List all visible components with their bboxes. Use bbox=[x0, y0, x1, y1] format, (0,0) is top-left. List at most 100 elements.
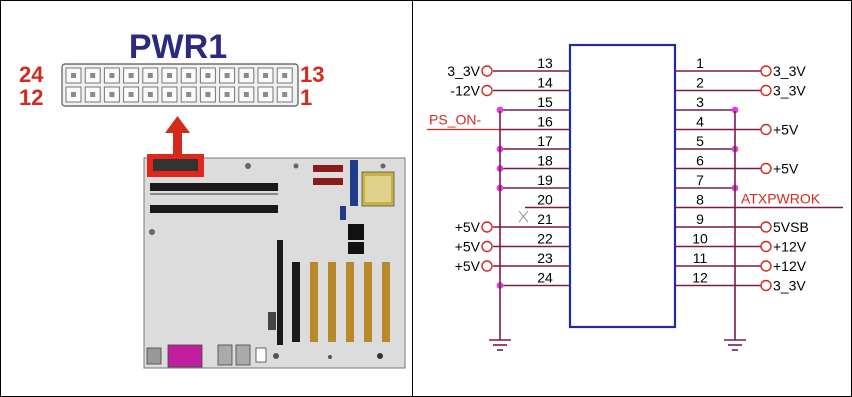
header-pin bbox=[257, 86, 274, 103]
header-pin bbox=[103, 67, 120, 84]
left-pin-24: 24 bbox=[496, 270, 570, 289]
right-pin-1: 1 3_3V bbox=[675, 55, 806, 79]
pin-number: 21 bbox=[537, 211, 553, 227]
left-pin-18: 18 bbox=[496, 153, 570, 172]
terminal-circle bbox=[481, 84, 493, 97]
connector-body bbox=[568, 43, 677, 329]
pin-number: 20 bbox=[537, 192, 553, 208]
header-pin bbox=[84, 67, 101, 84]
terminal-circle bbox=[760, 123, 772, 136]
header-pin bbox=[123, 67, 140, 84]
junction-dot bbox=[496, 106, 504, 114]
pin-number: 23 bbox=[537, 250, 553, 266]
pin-number: 13 bbox=[537, 55, 553, 71]
panel-divider bbox=[412, 0, 413, 397]
signal-label: -12V bbox=[450, 83, 480, 99]
pin-number: 9 bbox=[696, 211, 704, 227]
pinout-schematic: 133_3V14-12V1516PS_ON-1718192021+5V22+5V… bbox=[427, 43, 843, 351]
header-pin bbox=[84, 86, 101, 103]
motherboard-image bbox=[143, 154, 406, 369]
right-pin-3: 3 bbox=[675, 94, 739, 114]
pin-label-1: 1 bbox=[300, 85, 312, 110]
header-pin bbox=[276, 86, 293, 103]
header-pin bbox=[161, 67, 178, 84]
right-pin-4: 4+5V bbox=[675, 114, 799, 138]
left-pin-14: 14-12V bbox=[450, 75, 570, 99]
terminal-circle bbox=[760, 221, 772, 233]
left-pin-16: 16 PS_ON- bbox=[427, 112, 570, 131]
right-pin-9: 9 5VSB bbox=[675, 211, 809, 235]
header-pin bbox=[219, 67, 236, 84]
pin-label-24: 24 bbox=[19, 62, 44, 87]
signal-label: 3_3V bbox=[773, 63, 806, 79]
left-ground-symbol bbox=[489, 339, 511, 351]
header-pin bbox=[238, 67, 255, 84]
terminal-circle bbox=[760, 279, 772, 292]
pin-number: 18 bbox=[537, 153, 553, 169]
signal-label: 5VSB bbox=[773, 219, 809, 235]
right-pin-6: 6+5V bbox=[675, 153, 799, 177]
header-pin bbox=[276, 67, 293, 84]
pin-number: 2 bbox=[696, 75, 704, 91]
signal-label: 3_3V bbox=[773, 278, 806, 294]
signal-label: +5V bbox=[455, 219, 481, 235]
connector-title: PWR1 bbox=[129, 28, 227, 66]
left-pin-19: 19 bbox=[496, 172, 570, 192]
header-pin bbox=[142, 86, 159, 103]
signal-label: +5V bbox=[455, 239, 481, 255]
signal-label: +12V bbox=[773, 258, 807, 274]
pin-number: 8 bbox=[696, 192, 704, 208]
pwr1-header bbox=[61, 63, 299, 107]
pin-number: 1 bbox=[696, 55, 704, 71]
header-pin bbox=[238, 86, 255, 103]
signal-label: 3_3V bbox=[447, 63, 480, 79]
left-pin-13: 13 3_3V bbox=[447, 55, 570, 79]
right-pin-10: 10+12V bbox=[675, 231, 807, 255]
pin-number: 22 bbox=[537, 231, 553, 247]
pin-number: 12 bbox=[692, 270, 708, 286]
signal-label: +5V bbox=[455, 258, 481, 274]
header-pin bbox=[103, 86, 120, 103]
pin-label-13: 13 bbox=[300, 62, 324, 87]
left-pin-17: 17 bbox=[496, 133, 570, 153]
pin-number: 16 bbox=[537, 114, 553, 130]
header-pin bbox=[199, 86, 216, 103]
header-pin bbox=[180, 86, 197, 103]
header-pin bbox=[199, 67, 216, 84]
terminal-circle bbox=[760, 84, 772, 97]
left-pin-20: 20 bbox=[525, 192, 570, 209]
pin-number: 4 bbox=[696, 114, 704, 130]
connector-location-panel: PWR1 24 13 12 1 bbox=[19, 28, 406, 369]
header-pin bbox=[180, 67, 197, 84]
right-pin-2: 2 3_3V bbox=[675, 75, 806, 99]
terminal-circle bbox=[760, 162, 772, 175]
pin-number: 15 bbox=[537, 94, 553, 110]
terminal-circle bbox=[760, 65, 772, 77]
right-pin-12: 12 3_3V bbox=[675, 270, 806, 294]
header-pin bbox=[142, 67, 159, 84]
terminal-circle bbox=[760, 260, 772, 272]
pin-number: 19 bbox=[537, 172, 553, 188]
pin-number: 10 bbox=[692, 231, 708, 247]
left-pin-22: 22 +5V bbox=[455, 231, 570, 255]
header-pin bbox=[257, 67, 274, 84]
right-pin-5: 5 bbox=[675, 133, 739, 153]
terminal-circle bbox=[481, 240, 493, 253]
pin-number: 24 bbox=[537, 270, 553, 286]
left-pin-21: 21 +5V bbox=[455, 211, 570, 235]
header-pin bbox=[65, 86, 82, 103]
terminal-circle bbox=[760, 240, 772, 253]
pin-number: 6 bbox=[696, 153, 704, 169]
right-pin-7: 7 bbox=[675, 172, 739, 192]
pin-number: 3 bbox=[696, 94, 704, 110]
pin-label-12: 12 bbox=[19, 85, 43, 110]
right-pin-11: 11 +12V bbox=[675, 250, 807, 274]
pin-number: 11 bbox=[693, 250, 708, 266]
no-connect-mark bbox=[518, 210, 529, 223]
signal-label: PS_ON- bbox=[429, 112, 481, 128]
terminal-circle bbox=[481, 221, 493, 233]
signal-label: 3_3V bbox=[773, 83, 806, 99]
location-arrow bbox=[165, 116, 190, 156]
header-pin bbox=[219, 86, 236, 103]
